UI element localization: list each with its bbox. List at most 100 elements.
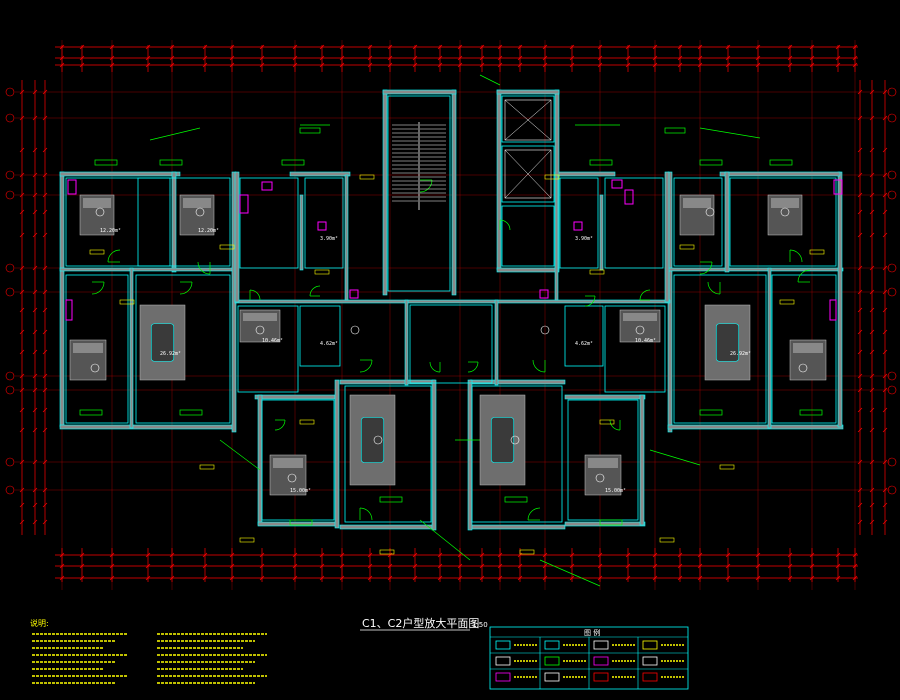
door-swing: [609, 419, 621, 431]
room-name-tag: [699, 409, 723, 416]
furniture-blocks: [69, 194, 827, 496]
wall-segment: [59, 171, 181, 177]
window-mark: [833, 179, 843, 195]
dimension-tick: [42, 232, 48, 238]
wall-segment: [299, 194, 304, 271]
dimension-tick: [869, 232, 875, 238]
room-outline: [65, 274, 129, 424]
wall-segment: [404, 299, 409, 386]
callout-tag: [809, 249, 825, 255]
dimension-tick: [19, 147, 25, 153]
door-swings: [91, 74, 811, 587]
legend-swatch: [495, 640, 511, 650]
dimension-tick: [882, 209, 888, 215]
wall-segment: [234, 171, 240, 303]
wall-segment: [664, 171, 670, 303]
dimension-tick: [19, 502, 25, 508]
elevator-shaft: [504, 149, 552, 199]
callout-tag: [779, 299, 795, 305]
wall-segment: [639, 394, 645, 526]
coffee-table: [360, 417, 385, 463]
dimension-tick: [882, 349, 888, 355]
sofa-set: [479, 394, 526, 486]
door-arc: [91, 281, 105, 295]
dimension-tick: [857, 502, 863, 508]
dimension-tick: [42, 349, 48, 355]
dimension-tick: [882, 147, 888, 153]
dimension-tick: [42, 427, 48, 433]
room-outline: [135, 274, 231, 424]
room-name-tag: [281, 159, 305, 166]
dimension-tick: [32, 147, 38, 153]
plant-symbol: [287, 473, 297, 483]
callout-tag: [659, 537, 675, 543]
dimension-tick: [857, 147, 863, 153]
axis-bubble-left: [5, 485, 15, 495]
door-arc: [467, 361, 479, 373]
door-swing: [419, 179, 433, 193]
wall-segment: [599, 194, 604, 271]
window-mark: [317, 221, 327, 231]
callout-tag: [379, 549, 395, 555]
callout-tag: [589, 269, 605, 275]
bed-pillow: [73, 343, 103, 353]
room-outline: [65, 177, 171, 267]
plant-symbol: [705, 207, 715, 217]
wall-segment: [469, 524, 566, 530]
door-swing: [179, 281, 193, 295]
wall-segment: [59, 424, 236, 430]
dimension-tick: [19, 209, 25, 215]
wall-segment: [257, 521, 339, 527]
callout-tag: [89, 249, 105, 255]
room-outline: [501, 145, 555, 203]
dimension-tick: [882, 519, 888, 525]
wall-segment: [667, 424, 844, 430]
dimension-tick: [19, 329, 25, 335]
room-outline: [409, 304, 493, 384]
wall-segment: [667, 267, 844, 272]
dimension-tick: [869, 307, 875, 313]
room-area-label: 3.90m²: [320, 236, 338, 242]
window-mark: [624, 189, 634, 205]
dimension-tick: [882, 427, 888, 433]
door-arc: [107, 249, 121, 263]
wall-segment: [234, 299, 671, 304]
door-swing: [499, 219, 511, 231]
dimension-tick: [19, 307, 25, 313]
callout-tag: [299, 419, 315, 425]
dimension-tick: [42, 519, 48, 525]
room-outline: [729, 177, 837, 267]
dimension-tick: [857, 329, 863, 335]
dimension-tick: [869, 519, 875, 525]
leader-line: [419, 519, 471, 561]
dimension-tick: [857, 519, 863, 525]
bed-pillow: [273, 458, 303, 468]
callout-tag: [239, 537, 255, 543]
door-swing: [359, 507, 373, 521]
room-area-label: 10.46m²: [635, 338, 656, 344]
room-outline: [239, 177, 299, 269]
notes-heading: 说明:: [30, 618, 49, 628]
wall-segment: [564, 521, 646, 527]
dimension-tick: [32, 232, 38, 238]
drawing-title: C1、C2户型放大平面图: [362, 616, 479, 630]
leader-line: [539, 559, 601, 587]
wall-segment: [496, 267, 560, 273]
legend-heading: 图 例: [584, 628, 600, 637]
door-swing: [91, 281, 105, 295]
room-outline: [237, 305, 299, 393]
wall-segment: [59, 267, 236, 272]
dimension-tick: [869, 209, 875, 215]
wall-segment: [724, 171, 730, 273]
dimension-tick: [857, 349, 863, 355]
wall-segment: [494, 299, 499, 386]
door-swing: [309, 285, 321, 297]
plant-symbol: [350, 325, 360, 335]
callout-tag: [359, 174, 375, 180]
dimension-tick: [42, 502, 48, 508]
dimension-tick: [857, 209, 863, 215]
room-outline: [299, 305, 341, 367]
door-arc: [429, 361, 441, 373]
door-swing: [699, 261, 713, 275]
